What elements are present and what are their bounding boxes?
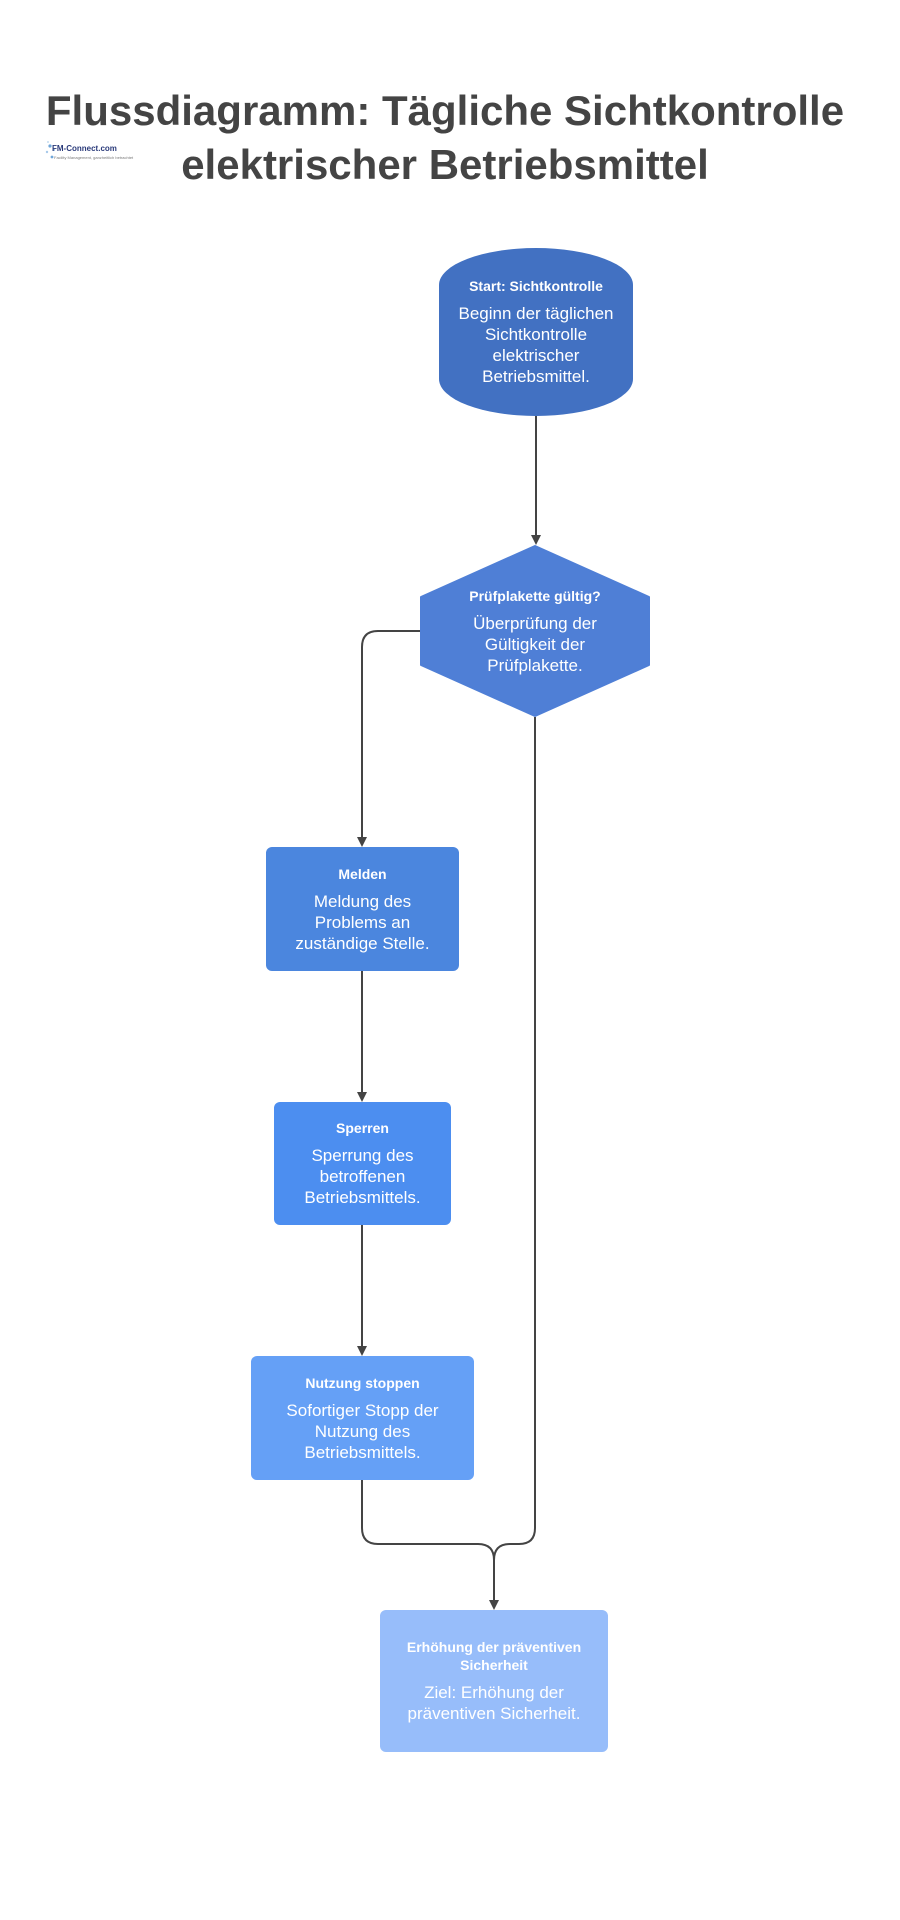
logo-tagline: Facility Management, ganzheitlich betrac… <box>54 155 134 160</box>
sperren-node: Sperren Sperrung des betroffenen Betrieb… <box>274 1102 451 1225</box>
logo-name: FM-Connect.com <box>52 144 117 153</box>
page-title-line-2: elektrischer Betriebsmittel <box>181 141 709 188</box>
fm-connect-logo: FM-Connect.com Facility Management, ganz… <box>44 138 133 166</box>
arrow-stoppen-to-erhoehung <box>361 1480 499 1610</box>
melden-node-title: Melden <box>338 865 387 882</box>
erhoehung-sicherheit-node-text: Ziel: Erhöhung der präventiven Sicherhei… <box>407 1683 581 1723</box>
logo-mark-icon <box>45 141 55 159</box>
decision-hexagon-shape <box>420 545 650 717</box>
melden-node-text: Meldung des Problems an zuständige Stell… <box>295 891 430 953</box>
page-title-line-1: Flussdiagramm: Tägliche Sichtkontrolle <box>45 87 845 134</box>
arrow-decision-to-erhoehung <box>493 717 536 1561</box>
start-node-text: Beginn der täglichen Sichtkontrolle elek… <box>458 304 614 386</box>
start-node-title: Start: Sichtkontrolle <box>469 278 603 294</box>
arrow-decision-to-melden <box>357 630 421 847</box>
sperren-node-text: Sperrung des betroffenen Betriebsmittels… <box>304 1146 421 1207</box>
erhoehung-sicherheit-node-title: Erhöhung der präventiven Sicherheit <box>406 1639 582 1673</box>
erhoehung-sicherheit-node: Erhöhung der präventiven Sicherheit Ziel… <box>380 1610 608 1752</box>
nutzung-stoppen-node-text: Sofortiger Stopp der Nutzung des Betrieb… <box>286 1400 439 1462</box>
start-node: Start: Sichtkontrolle Beginn der täglich… <box>439 248 633 416</box>
decision-node-text: Überprüfung der Gültigkeit der Prüfplake… <box>473 613 597 675</box>
decision-node: Prüfplakette gültig? Überprüfung der Gül… <box>420 545 650 717</box>
nutzung-stoppen-node: Nutzung stoppen Sofortiger Stopp der Nut… <box>251 1356 474 1480</box>
nutzung-stoppen-node-title: Nutzung stoppen <box>305 1374 420 1391</box>
sperren-node-title: Sperren <box>336 1120 389 1136</box>
melden-node: Melden Meldung des Problems an zuständig… <box>266 847 459 971</box>
page-title: Flussdiagramm: Tägliche Sichtkontrolle e… <box>0 84 890 192</box>
decision-node-title: Prüfplakette gültig? <box>469 587 601 604</box>
